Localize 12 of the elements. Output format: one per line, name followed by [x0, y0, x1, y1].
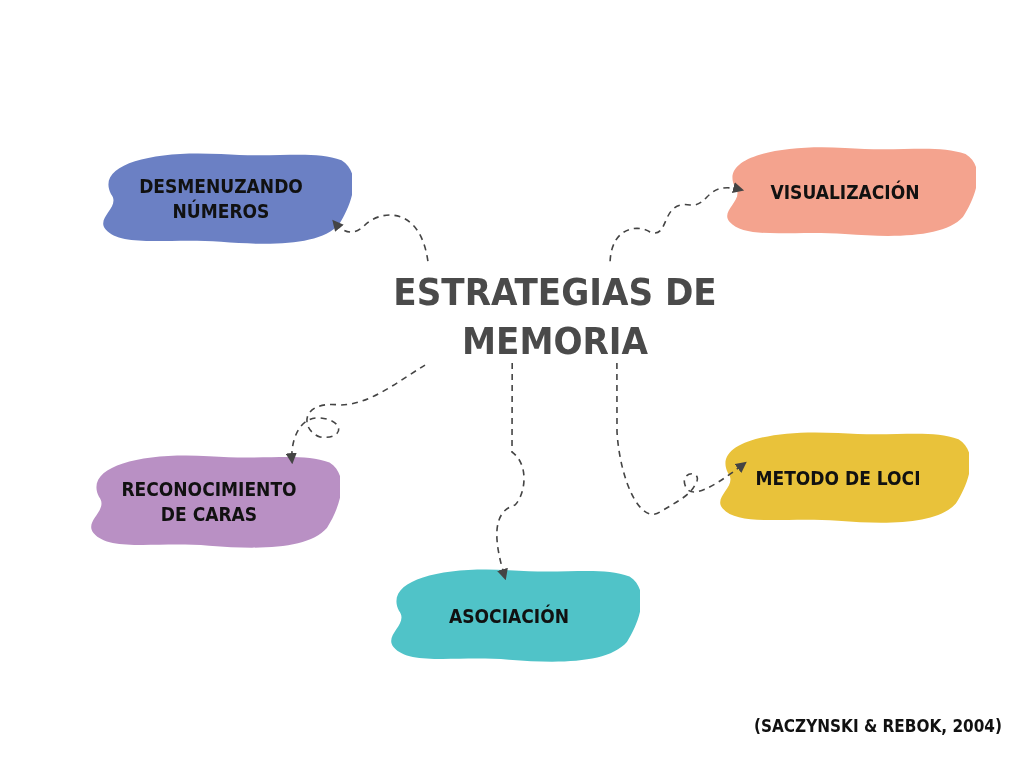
- node-label: VISUALIZACIÓN: [770, 179, 920, 205]
- dashed-arrow: [616, 362, 747, 515]
- node-label: ASOCIACIÓN: [449, 603, 569, 629]
- dashed-arrow: [286, 364, 426, 465]
- dashed-arrow: [496, 362, 525, 581]
- dashed-arrow: [332, 214, 429, 262]
- node-label: METODO DE LOCI: [755, 465, 921, 491]
- citation-text: (SACZYNSKI & REBOK, 2004): [754, 716, 1002, 736]
- node-label: RECONOCIMIENTO DE CARAS: [120, 477, 298, 527]
- node-label: DESMENUZANDO NÚMEROS: [138, 174, 304, 224]
- title-text: ESTRATEGIAS DE MEMORIA: [392, 269, 718, 366]
- dashed-arrow: [609, 182, 745, 262]
